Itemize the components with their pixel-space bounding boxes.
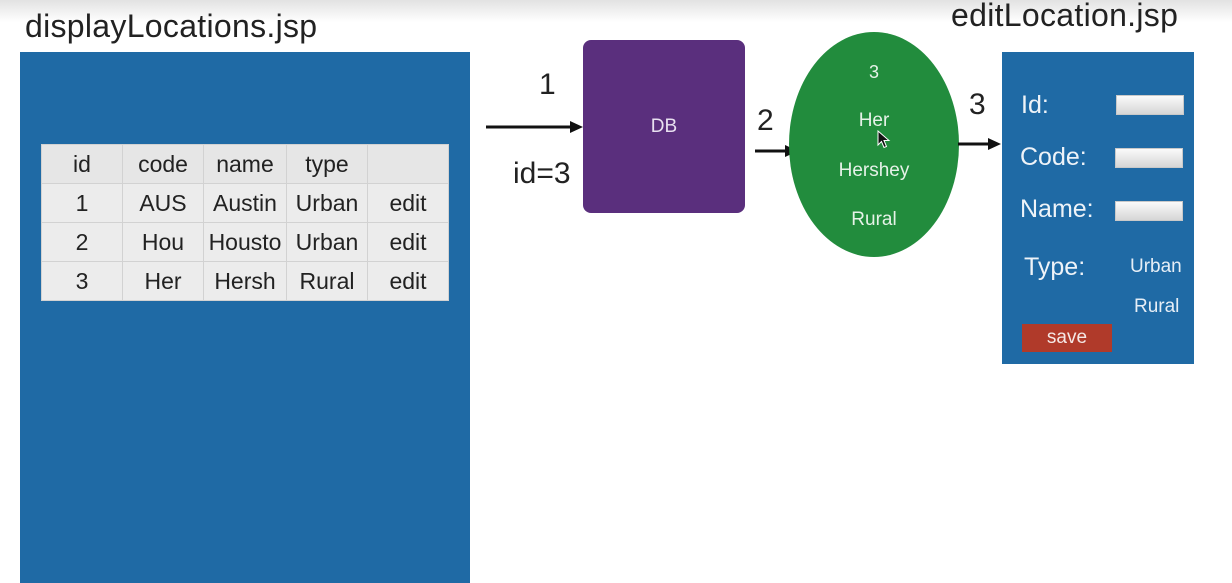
db-label: DB xyxy=(650,115,678,137)
save-button[interactable]: save xyxy=(1022,324,1112,352)
cell-type: Urban xyxy=(286,222,368,262)
record-code: Her xyxy=(858,110,890,131)
location-record-oval: 3 Her Hershey Rural xyxy=(789,32,959,257)
cell-code: AUS xyxy=(122,183,204,223)
mouse-cursor-icon xyxy=(877,130,891,149)
cell-name: Hersh xyxy=(203,261,287,301)
header-type: type xyxy=(286,144,368,184)
edit-link[interactable]: edit xyxy=(367,183,449,223)
header-name: name xyxy=(203,144,287,184)
type-option-rural[interactable]: Rural xyxy=(1134,296,1180,317)
edit-link[interactable]: edit xyxy=(367,222,449,262)
header-code: code xyxy=(122,144,204,184)
arrow-to-edit-page xyxy=(958,138,1001,150)
cell-code: Hou xyxy=(122,222,204,262)
record-name: Hershey xyxy=(838,160,910,181)
display-locations-panel: id code name type 1 AUS Austin Urban edi… xyxy=(20,52,470,583)
name-field[interactable] xyxy=(1116,202,1182,220)
code-label: Code: xyxy=(1020,143,1087,171)
table-header-row: id code name type xyxy=(41,144,449,184)
id-field[interactable] xyxy=(1117,96,1183,114)
cell-name: Housto xyxy=(203,222,287,262)
edit-location-panel: Id: Code: Name: Type: Urban Rural save xyxy=(1002,52,1194,364)
top-shade xyxy=(0,0,1232,22)
edit-link[interactable]: edit xyxy=(367,261,449,301)
table-row: 2 Hou Housto Urban edit xyxy=(41,222,449,262)
id-label: Id: xyxy=(1021,91,1049,119)
record-type: Rural xyxy=(851,209,897,230)
cell-type: Rural xyxy=(286,261,368,301)
cell-name: Austin xyxy=(203,183,287,223)
locations-table: id code name type 1 AUS Austin Urban edi… xyxy=(41,144,449,301)
table-row: 3 Her Hersh Rural edit xyxy=(41,261,449,301)
code-field[interactable] xyxy=(1116,149,1182,167)
type-option-urban[interactable]: Urban xyxy=(1130,256,1182,277)
table-row: 1 AUS Austin Urban edit xyxy=(41,183,449,223)
name-label: Name: xyxy=(1020,195,1094,223)
type-label: Type: xyxy=(1024,253,1086,281)
step-1-label: 1 xyxy=(539,68,556,101)
cell-id: 3 xyxy=(41,261,123,301)
cell-type: Urban xyxy=(286,183,368,223)
display-page-title: displayLocations.jsp xyxy=(25,8,318,44)
step-2-label: 2 xyxy=(757,104,774,137)
record-id: 3 xyxy=(868,62,879,82)
cell-id: 2 xyxy=(41,222,123,262)
request-param-label: id=3 xyxy=(513,157,571,190)
header-id: id xyxy=(41,144,123,184)
edit-page-title: editLocation.jsp xyxy=(951,0,1179,33)
cell-id: 1 xyxy=(41,183,123,223)
header-action xyxy=(367,144,449,184)
database-box: DB xyxy=(583,40,745,213)
arrow-to-db xyxy=(486,121,583,133)
step-3-label: 3 xyxy=(969,88,986,121)
cell-code: Her xyxy=(122,261,204,301)
